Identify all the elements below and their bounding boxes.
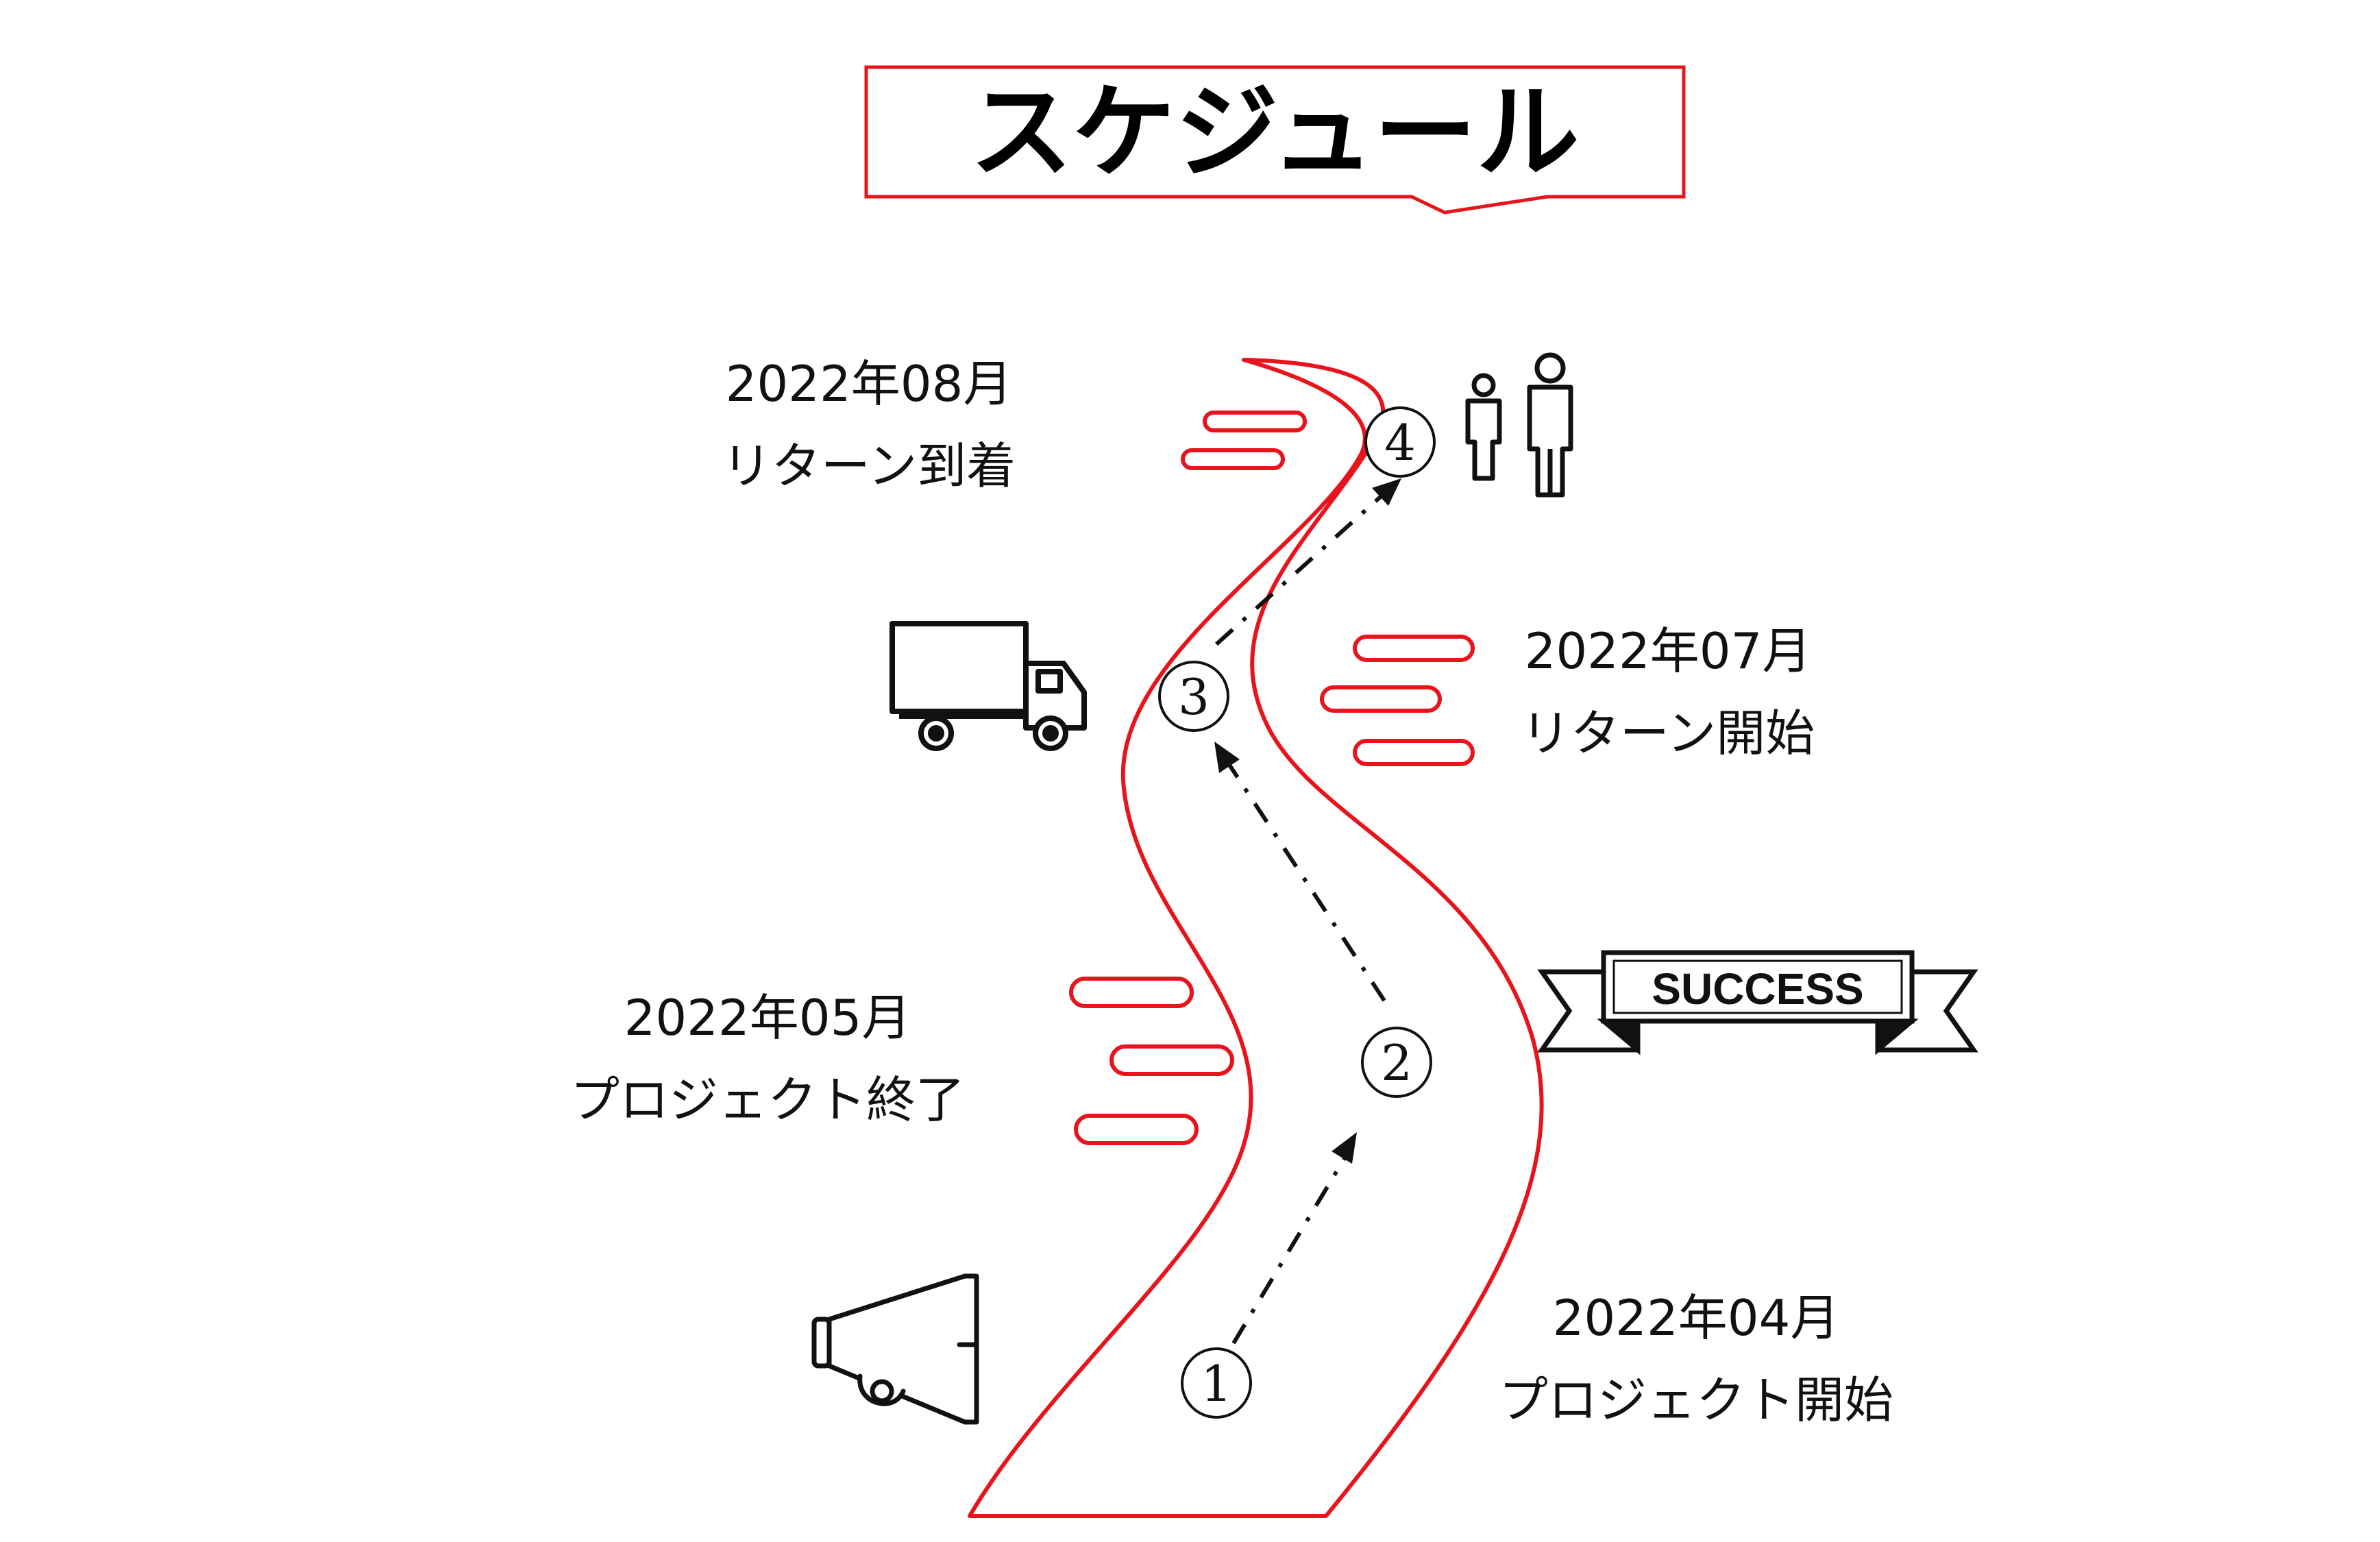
arrowheads [1214,478,1401,1164]
milestone-label: リターン到着 [722,437,1016,495]
ribbon-inner [1612,959,1903,1014]
motion-line [1181,448,1285,470]
arrow-2-to-3 [1225,759,1386,1002]
milestone-date: 2022年04月 [1553,1289,1840,1347]
success-label: SUCCESS [1652,964,1863,1014]
truck-wheel-front-hub [1042,725,1059,742]
megaphone-knob [870,1379,894,1404]
megaphone-horn [826,1273,979,1425]
svg-text:3: 3 [1178,668,1210,726]
truck-cargo-box [890,621,1029,714]
milestone-label: プロジェクト開始 [1499,1371,1893,1429]
milestone-label: リターン開始 [1521,705,1815,762]
page-title: スケジュール [970,73,1580,193]
motion-line [1074,1114,1199,1145]
arrowhead [1372,478,1401,506]
milestone-marker-4: 4 [1364,406,1436,478]
road [968,358,1544,1518]
road-outline [968,358,1544,1518]
motion-line [1353,635,1475,662]
motion-line [1203,411,1307,432]
title-box: スケジュール [864,65,1686,215]
person-small-icon [1465,373,1502,481]
ribbon-band [1601,950,1915,1024]
arrow-1-to-2 [1231,1153,1349,1345]
title-frame [864,65,1686,215]
svg-text:4: 4 [1384,414,1416,472]
milestone-date: 2022年08月 [726,355,1013,413]
arrowhead [1332,1132,1357,1164]
motion-line [1320,685,1442,713]
motion-line [1109,1044,1234,1076]
megaphone-icon [811,1273,979,1425]
milestone-date: 2022年05月 [624,989,911,1047]
milestone-marker-2: 2 [1361,1027,1432,1098]
svg-text:1: 1 [1201,1355,1232,1412]
truck-window [1035,669,1063,694]
milestone-marker-1: 1 [1181,1347,1252,1419]
motion-lines [1069,411,1475,1145]
milestone-date: 2022年07月 [1525,622,1812,680]
person-large-icon [1527,352,1573,498]
milestone-markers: 1 2 3 4 [1158,406,1436,1419]
motion-line [1353,739,1475,766]
milestone-captions: 2022年08月 リターン到着 2022年07月 リターン開始 2022年05月… [570,355,1893,1429]
arrow-3-to-4 [1214,491,1386,646]
truck-icon [890,621,1087,751]
milestone-marker-3: 3 [1158,661,1229,732]
people-icon [1465,352,1573,498]
success-ribbon-icon: SUCCESS [1537,950,1978,1055]
milestone-label: プロジェクト終了 [570,1071,965,1129]
progress-arrows [1214,491,1386,1345]
svg-text:2: 2 [1381,1034,1412,1092]
arrowhead [1214,742,1240,773]
motion-line [1069,977,1194,1008]
truck-wheel-rear-hub [928,725,944,742]
